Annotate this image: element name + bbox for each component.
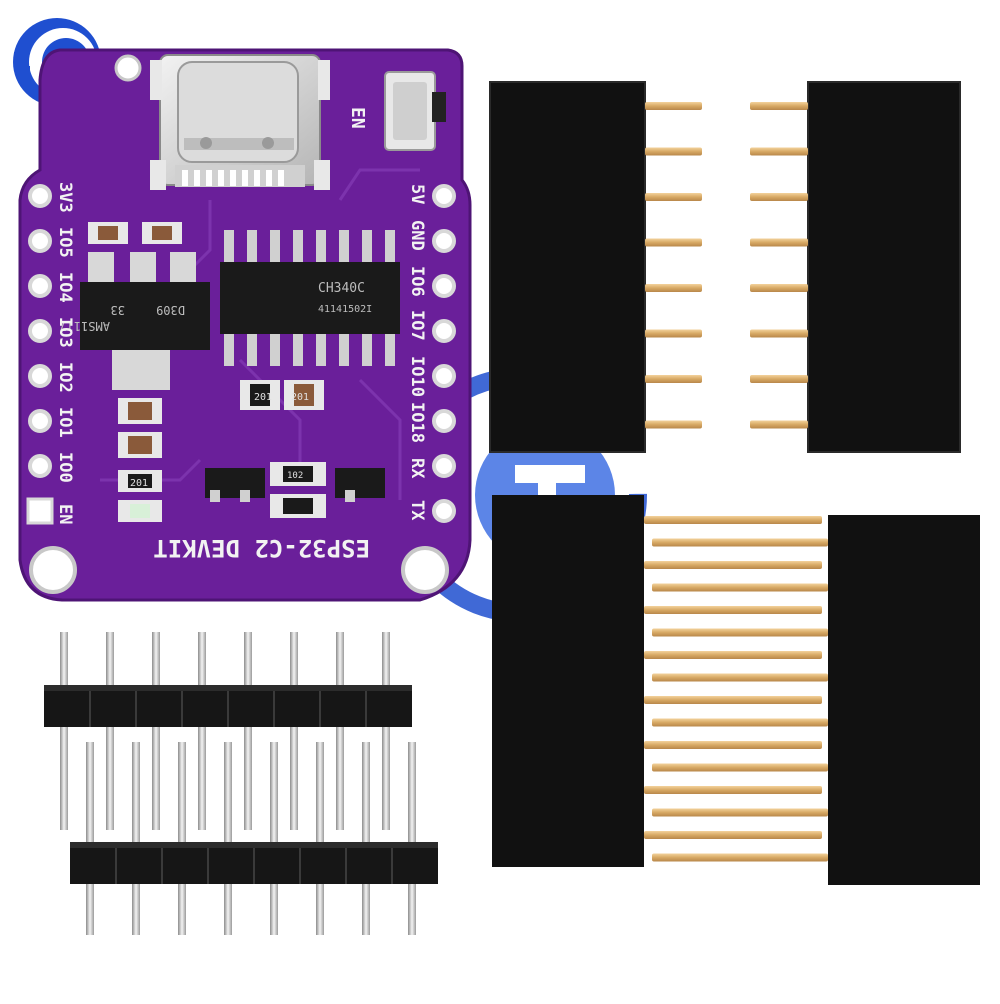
resistor-label-d: 102	[287, 471, 303, 481]
gold-pin	[644, 651, 822, 659]
left-pin-label: IO2	[55, 362, 75, 393]
board-title: ESP32-C2 DEVKIT	[153, 534, 370, 562]
silver-pin	[244, 632, 252, 830]
silver-pin	[198, 632, 206, 830]
gold-pin	[750, 238, 808, 247]
gold-pin	[645, 375, 702, 383]
gold-pin	[645, 284, 702, 292]
silver-pin	[86, 742, 94, 935]
silver-pin	[132, 742, 140, 935]
silver-pin	[106, 632, 114, 830]
gold-pin	[750, 193, 808, 201]
right-pin-label: IO6	[407, 266, 427, 297]
gold-pin	[750, 284, 808, 292]
silver-pin	[152, 632, 160, 830]
right-pin-holes	[432, 184, 456, 523]
chip-main-line1: CH340C	[318, 281, 365, 296]
right-pin-label: RX	[407, 458, 427, 479]
gold-pin	[652, 583, 828, 592]
smd-components	[88, 222, 385, 522]
right-pin-label: IO7	[407, 310, 427, 341]
female-header-8pin-left	[489, 81, 646, 453]
gold-pin	[645, 238, 702, 247]
left-pin-label: 3V3	[55, 182, 75, 213]
left-pin-label: IO1	[55, 407, 75, 438]
gold-pin	[652, 763, 828, 772]
silver-pin	[270, 742, 278, 935]
silver-pin	[178, 742, 186, 935]
gold-pin	[644, 696, 822, 704]
gold-pin	[645, 329, 702, 338]
silver-pin	[382, 632, 390, 830]
female-header-8pin-right	[807, 81, 961, 453]
silver-pin	[362, 742, 370, 935]
usb-c-connector	[150, 54, 330, 190]
chip-main-line2: 41141502I	[318, 304, 372, 315]
gold-pin	[750, 329, 808, 338]
left-pin-label: IO4	[55, 272, 75, 303]
resistor-label-b: 201	[291, 392, 309, 403]
left-pin-label: IO3	[55, 317, 75, 348]
regulator-line1: AMS1117	[59, 319, 110, 333]
silver-pin	[60, 632, 68, 830]
left-pin-label: IO5	[55, 227, 75, 258]
gold-pin	[644, 741, 822, 749]
silver-pin	[224, 742, 232, 935]
resistor-label-a: 201	[254, 392, 272, 403]
gold-pin	[644, 831, 822, 839]
voltage-regulator: AMS1117 33 D309	[59, 252, 210, 390]
gold-pin	[750, 420, 808, 429]
female-header-long-left	[492, 495, 644, 867]
gold-pin	[645, 102, 702, 110]
gold-pin	[644, 606, 822, 614]
right-pin-label: IO10	[407, 356, 427, 397]
header-pins-top-right	[750, 102, 808, 429]
gold-pin	[750, 375, 808, 383]
right-pin-label: 5V	[407, 184, 427, 204]
left-pin-label: IO0	[55, 452, 75, 483]
silver-pin	[336, 632, 344, 830]
silver-pin	[290, 632, 298, 830]
en-label: EN	[347, 107, 368, 129]
silver-pin	[316, 742, 324, 935]
gold-pin	[645, 147, 702, 156]
left-pin-label: EN	[55, 504, 75, 524]
header-pins-long	[644, 516, 828, 862]
right-pin-label: TX	[407, 500, 427, 521]
gold-pin	[652, 538, 828, 547]
right-pin-label: IO18	[407, 402, 427, 443]
gold-pin	[644, 786, 822, 794]
right-pin-labels: 5V GND IO6 IO7 IO10 IO18 RX TX	[407, 184, 427, 521]
resistor-label-c: 201	[130, 478, 148, 489]
gold-pin	[652, 853, 828, 862]
gold-pin	[645, 193, 702, 201]
right-pin-label: GND	[407, 220, 427, 251]
regulator-line2: 33	[111, 303, 125, 317]
en-button	[384, 71, 446, 151]
gold-pin	[652, 673, 828, 682]
male-header-top	[44, 632, 412, 830]
header-pins-top-left	[645, 102, 702, 429]
gold-pin	[644, 516, 822, 524]
gold-pin	[645, 420, 702, 429]
gold-pin	[644, 561, 822, 569]
gold-pin	[652, 628, 828, 637]
ch340c-chip: CH340C 41141502I	[220, 230, 400, 366]
female-header-long-right	[828, 515, 980, 885]
esp32-c2-board: EN AMS1117 33 D309	[18, 48, 472, 602]
male-header-bottom	[70, 742, 438, 935]
silver-pin	[408, 742, 416, 935]
gold-pin	[652, 718, 828, 727]
left-pin-labels: 3V3 IO5 IO4 IO3 IO2 IO1 IO0 EN	[55, 182, 75, 524]
gold-pin	[750, 147, 808, 156]
left-pin-holes	[26, 184, 54, 525]
regulator-line3: D309	[156, 303, 185, 317]
gold-pin	[652, 808, 828, 817]
gold-pin	[750, 102, 808, 110]
